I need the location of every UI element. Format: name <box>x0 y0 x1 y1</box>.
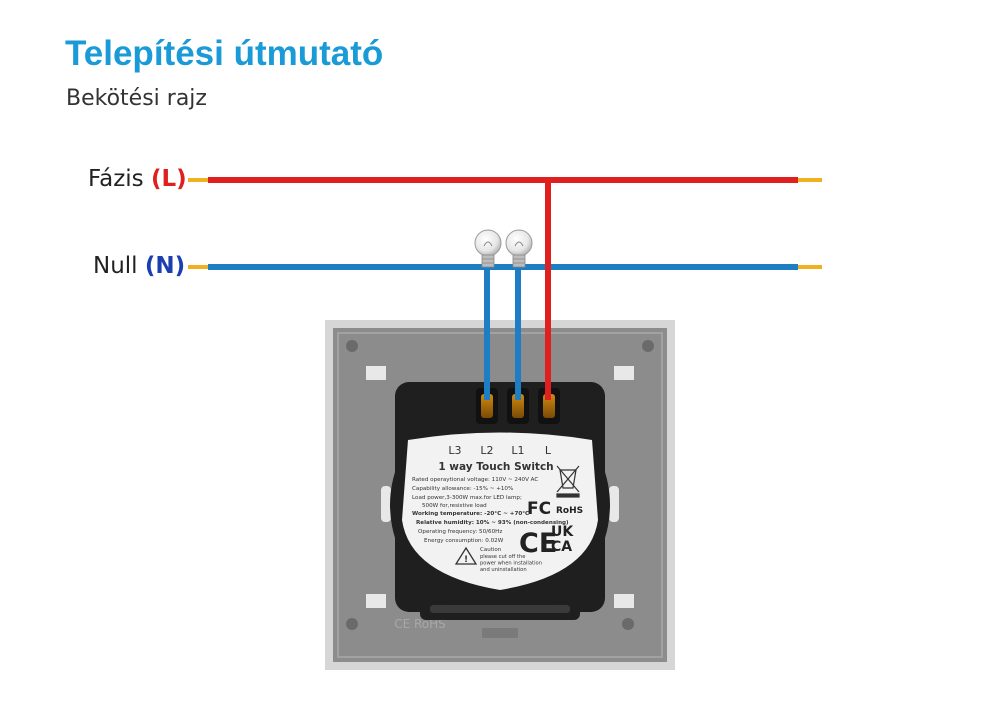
ukca-mark-top: UK <box>551 524 574 540</box>
caution-title: Caution <box>480 547 502 553</box>
certification-marks: FC RoHS CE UK CA <box>519 465 583 559</box>
spec-line: Operating frequency: 50/60Hz <box>418 529 502 535</box>
switch-module <box>390 382 610 620</box>
screw-hole-bottom-right <box>622 618 634 630</box>
bulb-icon <box>474 229 502 268</box>
caution-line: and uninstallation <box>480 567 527 573</box>
terminal-label: L2 <box>480 444 493 457</box>
neutral-label: Null (N) <box>93 253 185 279</box>
phase-name: Fázis <box>88 166 144 192</box>
terminal-label: L1 <box>511 444 524 457</box>
rohs-mark: RoHS <box>556 506 583 516</box>
spec-line: Rated operaytional voltage: 110V ~ 240V … <box>412 477 538 483</box>
spec-line: 500W for,resistive load <box>422 503 487 509</box>
terminal-labels: L3 L2 L1 L <box>448 444 552 457</box>
page-subtitle: Bekötési rajz <box>66 86 207 111</box>
fcc-mark: FC <box>527 499 551 519</box>
switch-model: 1 way Touch Switch <box>438 461 553 473</box>
terminal-label: L3 <box>448 444 461 457</box>
svg-text:!: ! <box>464 555 468 565</box>
terminal-label: L <box>545 444 552 457</box>
page-title: Telepítési útmutató <box>65 34 384 73</box>
ukca-mark-bottom: CA <box>551 539 572 555</box>
neutral-name: Null <box>93 253 138 279</box>
phase-code: (L) <box>150 166 187 192</box>
screw-hole-bottom-left <box>346 618 358 630</box>
phase-label: Fázis (L) <box>88 166 187 192</box>
spec-line: Working temperature: -20°C ~ +70°C <box>412 511 529 517</box>
spec-line: Load power,3-300W max.for LED lamp; <box>412 495 522 501</box>
spec-line: Capability allowance: -15% ~ +10% <box>412 486 513 492</box>
bulb-icon <box>505 229 533 268</box>
spec-lines: Rated operaytional voltage: 110V ~ 240V … <box>412 477 569 544</box>
screw-hole-top-left <box>346 340 358 352</box>
frame-marking: CE RoHS <box>394 617 446 631</box>
ce-mark: CE <box>519 528 557 559</box>
neutral-code: (N) <box>144 253 186 279</box>
weee-bin-icon <box>556 465 580 498</box>
caution-line: please cut off the <box>480 554 525 560</box>
spec-line: Energy consumption: 0.02W <box>424 538 504 544</box>
caution-line: power when installation <box>480 561 542 567</box>
screw-hole-top-right <box>642 340 654 352</box>
spec-line: Relative humidity: 10% ~ 93% (non-conden… <box>416 520 569 526</box>
